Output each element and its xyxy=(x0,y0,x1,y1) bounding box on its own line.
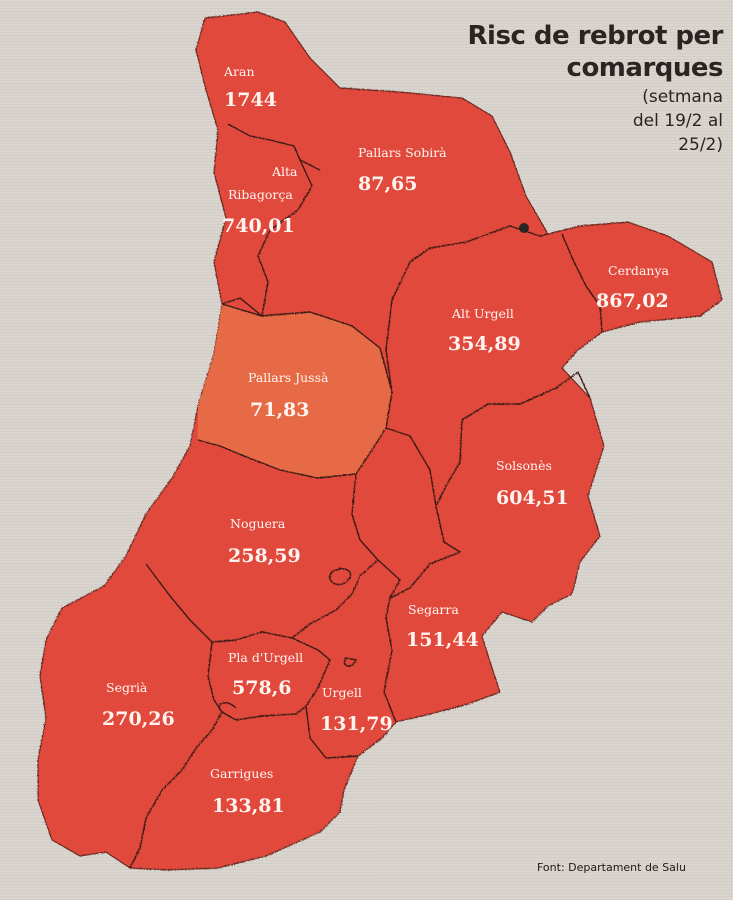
svg-text:71,83: 71,83 xyxy=(250,399,310,421)
svg-text:Cerdanya: Cerdanya xyxy=(608,263,670,278)
map-title-line-2: comarques xyxy=(566,53,724,83)
svg-text:87,65: 87,65 xyxy=(358,173,418,195)
map-subtitle-line-3: 25/2) xyxy=(678,135,723,155)
label-alt-urgell: Alt Urgell 354,89 xyxy=(448,306,521,355)
label-urgell: Urgell 131,79 xyxy=(320,685,393,735)
region-pallars-jussa[interactable] xyxy=(198,304,392,478)
svg-text:Alt Urgell: Alt Urgell xyxy=(451,306,514,321)
svg-text:270,26: 270,26 xyxy=(102,708,175,730)
svg-text:354,89: 354,89 xyxy=(448,333,521,355)
svg-text:131,79: 131,79 xyxy=(320,713,393,735)
svg-text:1744: 1744 xyxy=(224,89,277,111)
map-title-block: Risc de rebrot per comarques (setmana de… xyxy=(467,20,724,156)
source-credit: Font: Departament de Salu xyxy=(537,861,686,874)
province-outline xyxy=(37,11,723,871)
svg-text:Ribagorça: Ribagorça xyxy=(228,187,293,202)
label-garrigues: Garrigues 133,81 xyxy=(210,766,285,817)
label-pallars-sobira: Pallars Sobirà 87,65 xyxy=(358,145,447,195)
svg-text:Pallars Sobirà: Pallars Sobirà xyxy=(358,145,447,160)
svg-text:Segarra: Segarra xyxy=(408,602,459,617)
svg-text:Solsonès: Solsonès xyxy=(496,458,552,473)
label-cerdanya: Cerdanya 867,02 xyxy=(596,263,670,312)
svg-text:Segrià: Segrià xyxy=(106,680,148,695)
ink-dot xyxy=(519,223,529,233)
map-subtitle-line-2: del 19/2 al xyxy=(632,111,723,131)
map-title-line-1: Risc de rebrot per xyxy=(467,21,724,51)
label-noguera: Noguera 258,59 xyxy=(228,516,301,567)
svg-text:740,01: 740,01 xyxy=(222,215,295,237)
label-aran: Aran 1744 xyxy=(223,64,277,111)
svg-text:133,81: 133,81 xyxy=(212,795,285,817)
svg-text:578,6: 578,6 xyxy=(232,677,292,699)
svg-text:Pallars Jussà: Pallars Jussà xyxy=(248,370,329,385)
svg-text:867,02: 867,02 xyxy=(596,290,669,312)
label-pallars-jussa: Pallars Jussà 71,83 xyxy=(248,370,329,421)
map-subtitle-line-1: (setmana xyxy=(642,87,723,107)
svg-text:Alta: Alta xyxy=(271,164,298,179)
svg-text:Aran: Aran xyxy=(223,64,255,79)
label-segria: Segrià 270,26 xyxy=(102,680,175,730)
svg-text:Urgell: Urgell xyxy=(322,685,362,700)
svg-text:Noguera: Noguera xyxy=(230,516,286,531)
label-alta-ribagorca: Alta Ribagorça 740,01 xyxy=(222,164,298,237)
label-pla-durgell: Pla d'Urgell 578,6 xyxy=(228,650,303,699)
svg-text:Pla d'Urgell: Pla d'Urgell xyxy=(228,650,303,665)
svg-text:Garrigues: Garrigues xyxy=(210,766,273,781)
label-solsones: Solsonès 604,51 xyxy=(496,458,569,509)
svg-text:151,44: 151,44 xyxy=(406,629,479,651)
svg-text:258,59: 258,59 xyxy=(228,545,301,567)
label-segarra: Segarra 151,44 xyxy=(406,602,479,651)
svg-text:604,51: 604,51 xyxy=(496,487,569,509)
comarca-borders xyxy=(129,123,603,869)
